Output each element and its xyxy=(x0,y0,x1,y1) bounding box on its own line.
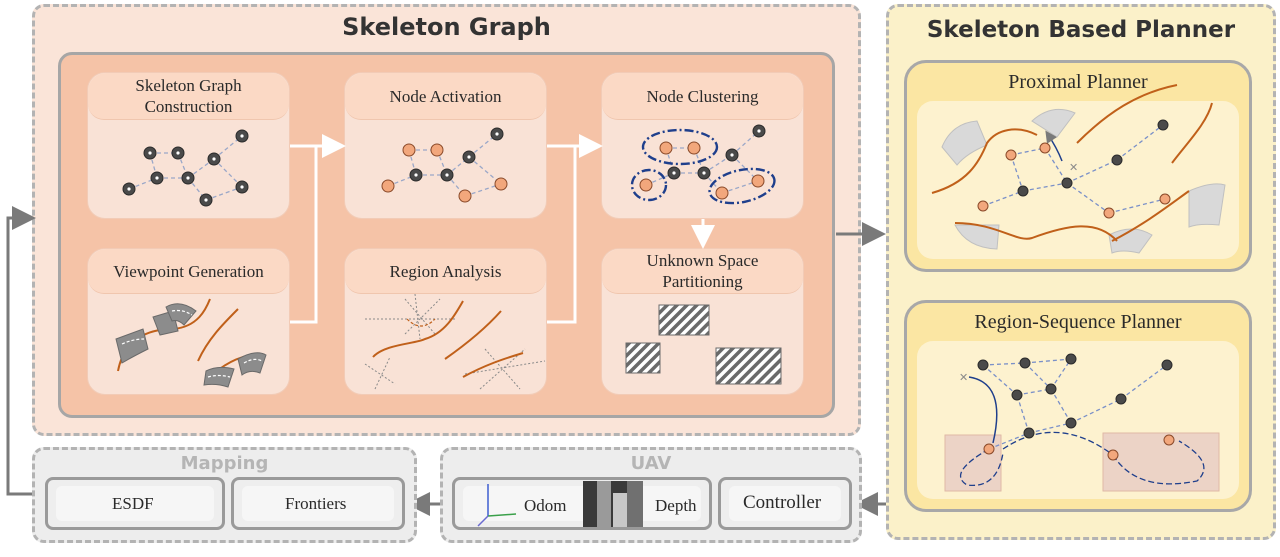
skeleton-graph-title: Skeleton Graph xyxy=(342,13,551,41)
card-title-region: Region Analysis xyxy=(345,249,546,294)
uav-title: UAV xyxy=(630,453,672,474)
planner-title: Skeleton Based Planner xyxy=(926,17,1236,43)
controller-label: Controller xyxy=(743,492,822,513)
svg-text:✕: ✕ xyxy=(1069,161,1078,174)
viewpoint-illustration xyxy=(115,298,267,388)
card-node-activation: Node Activation xyxy=(344,72,547,219)
proximal-planner-illustration: ✕ xyxy=(931,84,1226,254)
region-sequence-planner-card: Region-Sequence Planner ✕ xyxy=(904,300,1252,512)
odom-label: Odom xyxy=(524,496,567,515)
frontiers-box xyxy=(231,477,405,530)
controller-box xyxy=(718,477,852,530)
region-sequence-illustration: ✕ xyxy=(944,353,1220,492)
activation-graph xyxy=(381,127,508,203)
svg-text:✕: ✕ xyxy=(959,371,968,384)
region-illustration xyxy=(364,293,546,390)
card-title-viewpoint: Viewpoint Generation xyxy=(88,249,289,294)
esdf-box xyxy=(45,477,225,530)
mapping-title: Mapping xyxy=(180,453,269,474)
proximal-planner-card: Proximal Planner ✕ xyxy=(904,60,1252,272)
region-sequence-planner-title: Region-Sequence Planner xyxy=(974,311,1182,333)
esdf-label: ESDF xyxy=(112,494,154,513)
depth-label: Depth xyxy=(655,496,697,515)
depth-image-icon xyxy=(583,481,643,527)
card-unknown-space: Unknown Space Partitioning xyxy=(601,248,804,395)
construction-graph xyxy=(122,129,249,207)
clustering-graph xyxy=(630,124,776,205)
unknown-space-illustration xyxy=(625,304,782,385)
card-title-activation: Node Activation xyxy=(345,73,546,120)
card-title-unknown: Unknown Space Partitioning xyxy=(602,249,803,294)
proximal-planner-title: Proximal Planner xyxy=(1008,71,1148,93)
frontiers-label: Frontiers xyxy=(285,494,347,513)
card-title-clustering: Node Clustering xyxy=(602,73,803,120)
card-title-construction: Skeleton Graph Construction xyxy=(88,73,289,120)
card-viewpoint-generation: Viewpoint Generation xyxy=(87,248,290,395)
card-region-analysis: Region Analysis xyxy=(344,248,547,395)
card-skeleton-construction: Skeleton Graph Construction xyxy=(87,72,290,219)
card-node-clustering: Node Clustering xyxy=(601,72,804,219)
odom-axes-icon xyxy=(477,484,517,527)
